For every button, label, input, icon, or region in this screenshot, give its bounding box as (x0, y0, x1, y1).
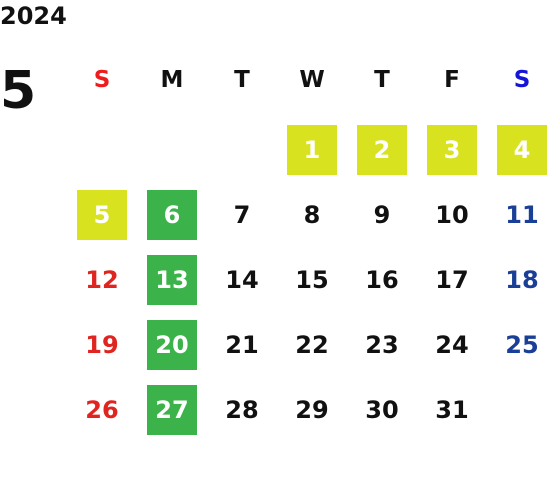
day-cell[interactable]: 14 (225, 266, 259, 294)
day-cell[interactable]: 19 (85, 331, 119, 359)
day-cell[interactable]: 20 (147, 320, 197, 370)
day-cell[interactable]: 10 (435, 201, 469, 229)
day-cell[interactable]: 21 (225, 331, 259, 359)
day-cell[interactable]: 3 (427, 125, 477, 175)
weekday-tuesday: T (234, 67, 250, 93)
weekday-saturday: S (513, 67, 531, 93)
day-cell[interactable]: 4 (497, 125, 547, 175)
day-cell[interactable]: 26 (85, 396, 119, 424)
day-cell[interactable]: 30 (365, 396, 399, 424)
day-cell[interactable]: 2 (357, 125, 407, 175)
weekday-thursday: T (374, 67, 390, 93)
day-cell[interactable]: 23 (365, 331, 399, 359)
day-cell[interactable]: 18 (505, 266, 539, 294)
day-cell[interactable]: 6 (147, 190, 197, 240)
day-cell[interactable]: 28 (225, 396, 259, 424)
day-cell[interactable]: 24 (435, 331, 469, 359)
day-cell[interactable]: 29 (295, 396, 329, 424)
month-number: 5 (0, 61, 37, 121)
year-label: 2024 (0, 2, 67, 30)
day-cell[interactable]: 11 (505, 201, 539, 229)
day-cell[interactable]: 25 (505, 331, 539, 359)
day-cell[interactable]: 15 (295, 266, 329, 294)
day-cell[interactable]: 17 (435, 266, 469, 294)
day-cell[interactable]: 5 (77, 190, 127, 240)
day-cell[interactable]: 13 (147, 255, 197, 305)
weekday-sunday: S (93, 67, 111, 93)
weekday-monday: M (160, 67, 184, 93)
day-cell[interactable]: 27 (147, 385, 197, 435)
day-cell[interactable]: 7 (233, 201, 251, 229)
day-cell[interactable]: 8 (303, 201, 321, 229)
day-cell[interactable]: 1 (287, 125, 337, 175)
day-cell[interactable]: 16 (365, 266, 399, 294)
day-cell[interactable]: 12 (85, 266, 119, 294)
weekday-friday: F (444, 67, 460, 93)
day-cell[interactable]: 31 (435, 396, 469, 424)
weekday-wednesday: W (299, 67, 325, 93)
day-cell[interactable]: 22 (295, 331, 329, 359)
day-cell[interactable]: 9 (373, 201, 391, 229)
